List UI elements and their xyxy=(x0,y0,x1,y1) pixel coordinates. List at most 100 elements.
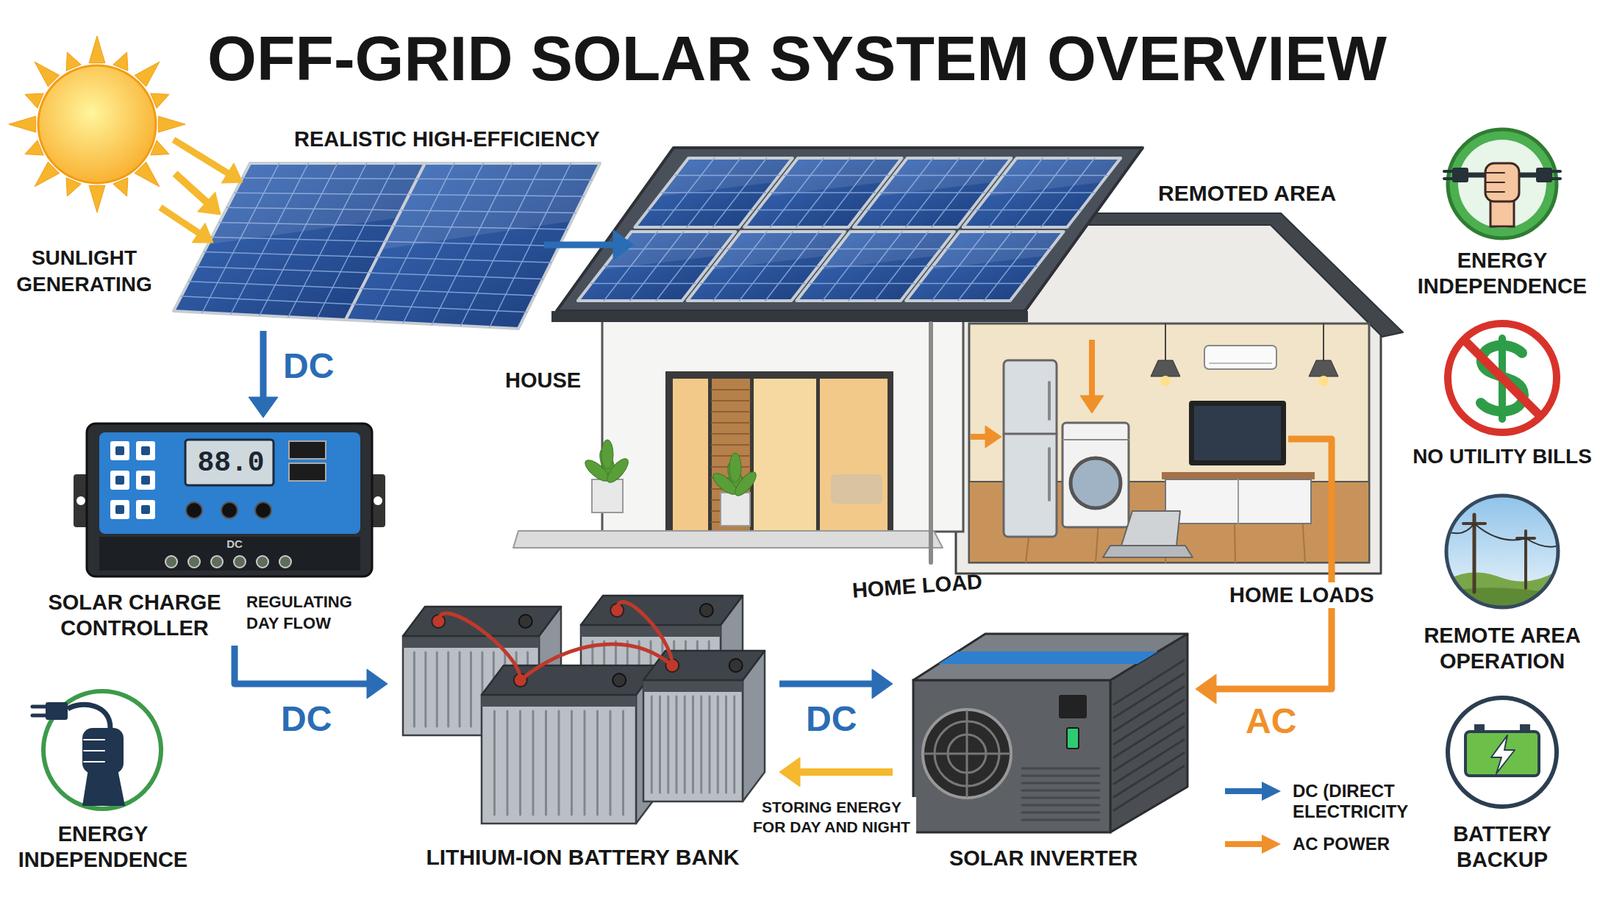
wood-slat xyxy=(711,388,750,391)
node-label: SUNLIGHT GENERATING xyxy=(8,244,160,298)
battery-cable xyxy=(438,613,521,681)
arrow-head xyxy=(613,230,634,260)
status-icon-mark xyxy=(115,446,125,456)
plug xyxy=(1452,167,1469,183)
battery-rib xyxy=(658,696,662,793)
status-icon-mark xyxy=(115,475,125,485)
load-arrow-head xyxy=(985,425,1002,448)
battery-rib xyxy=(519,711,522,815)
flow-arrow xyxy=(795,768,893,776)
wood-slat xyxy=(711,455,750,457)
status-icon xyxy=(136,441,156,461)
laptop-base xyxy=(1102,545,1193,558)
fridge-handle xyxy=(1047,382,1051,420)
node-label: REMOTED AREA xyxy=(1158,180,1337,207)
sunlight-arrow-head xyxy=(191,222,214,243)
icon-circle xyxy=(43,691,162,809)
arrow-head xyxy=(779,757,800,787)
fridge-handle xyxy=(1047,448,1051,500)
panel-cell-line xyxy=(976,209,1081,212)
inverter-node: SOLAR INVERTER xyxy=(892,613,1196,879)
panel-cell-line xyxy=(204,252,378,258)
cooling-fan xyxy=(922,709,1012,798)
battery-rib xyxy=(708,696,712,793)
panel-gloss xyxy=(986,158,1121,197)
power-wire xyxy=(1445,523,1559,548)
status-icon-mark xyxy=(141,475,150,485)
terminal-screw xyxy=(188,555,200,568)
ground-solar-panels xyxy=(173,163,600,329)
plug-prong xyxy=(1444,177,1453,181)
wood-slat xyxy=(711,422,750,424)
lamp-bulb xyxy=(1318,375,1329,387)
node-label: ENERGY INDEPENDENCE xyxy=(1407,247,1598,300)
utility-pole xyxy=(1472,514,1477,592)
plug-prong xyxy=(1444,169,1453,173)
vent-slot xyxy=(1022,804,1100,807)
fist xyxy=(1485,163,1520,202)
battery-front xyxy=(481,694,637,824)
panel-cell-line xyxy=(180,296,353,305)
vent-slot xyxy=(1022,782,1100,785)
washing-machine xyxy=(1062,422,1129,528)
battery-front xyxy=(643,680,743,802)
solar-panel-node: REALISTIC HIGH-EFFICIENCY xyxy=(220,163,545,331)
panel-cell-line xyxy=(377,257,551,263)
status-icon xyxy=(136,500,156,520)
cooling-fin xyxy=(1113,713,1184,758)
benefit-icon-node: REMOTE AREA OPERATION xyxy=(1405,491,1599,678)
control-button xyxy=(255,502,272,519)
battery-lip xyxy=(580,625,721,637)
edge-label: DC xyxy=(283,345,334,387)
arrow-head xyxy=(872,669,893,699)
status-icon-mark xyxy=(141,505,150,514)
cooling-fin xyxy=(1113,700,1184,745)
terminal-screw xyxy=(211,555,223,568)
battery-rib xyxy=(609,711,612,815)
panel-cell-line xyxy=(353,304,527,313)
panel-cell-line xyxy=(188,281,362,289)
sun-ray xyxy=(88,185,106,213)
wood-slat xyxy=(711,444,750,446)
plug-prong xyxy=(32,705,46,709)
fan-grille xyxy=(966,711,969,797)
panel-cell-line xyxy=(700,283,806,285)
finger-line xyxy=(1486,172,1505,174)
arm xyxy=(82,769,125,806)
sun-disc xyxy=(38,65,156,184)
panel-cell-line xyxy=(196,266,370,273)
battery-rib xyxy=(675,696,678,793)
node-label: HOUSE xyxy=(505,367,581,394)
flow-arrow xyxy=(544,241,618,249)
cooling-fin xyxy=(1113,686,1184,731)
benefit-icon-node: ENERGY INDEPENDENCE xyxy=(11,686,195,876)
mounting-hole xyxy=(373,496,383,506)
legend-row: DC (DIRECT ELECTRICITY xyxy=(1225,780,1418,825)
finger-line xyxy=(83,738,105,741)
panel-cell-line xyxy=(866,209,972,212)
flow-arrow xyxy=(1211,595,1332,689)
battery-body xyxy=(1465,731,1539,776)
lamp-bulb xyxy=(1160,375,1171,387)
vent-slot xyxy=(1022,819,1100,822)
node-label: SOLAR INVERTER xyxy=(892,845,1195,872)
node-label: REGULATING DAY FLOW xyxy=(246,591,364,634)
window-glass xyxy=(672,378,709,532)
node-label: LITHIUM-ION BATTERY BANK xyxy=(387,844,778,871)
load-line xyxy=(1288,438,1332,598)
battery-rib xyxy=(570,711,573,815)
battery-rib xyxy=(436,652,439,727)
status-icon xyxy=(110,500,130,520)
no-bills-icon xyxy=(1447,323,1557,433)
icon-circle xyxy=(1447,697,1557,807)
plant-pot xyxy=(591,479,623,513)
battery-rib xyxy=(544,711,548,815)
load-arrow xyxy=(1088,339,1095,400)
node-label: BATTERY BACKUP xyxy=(1407,821,1598,873)
battery-rib xyxy=(413,652,416,727)
panel-cell-line xyxy=(361,288,536,296)
legend-swatch-frame xyxy=(1225,780,1284,803)
legend-row: AC POWER xyxy=(1225,833,1418,878)
lamp-cord xyxy=(1322,323,1325,361)
battery-top xyxy=(580,595,743,625)
